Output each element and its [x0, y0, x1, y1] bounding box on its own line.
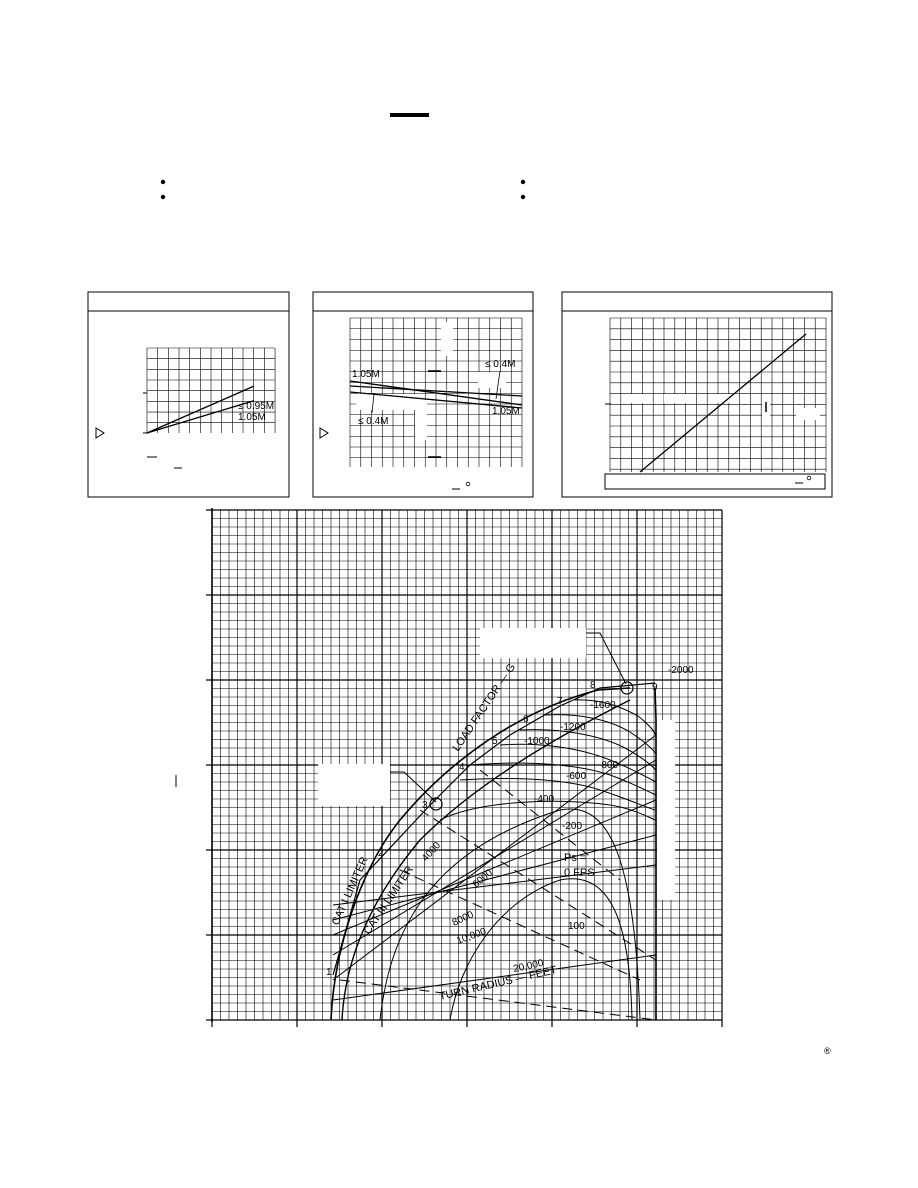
bullet-dot — [520, 179, 526, 185]
curve-le-0.4m — [349, 385, 523, 397]
ps-label--600: -600 — [566, 771, 586, 782]
callout-box-left — [318, 764, 390, 806]
series-lines-left — [146, 385, 254, 434]
label-1.05m: 1.05M — [238, 412, 266, 423]
point-marker-3 — [429, 797, 443, 811]
load-factor-label-7: 7 — [557, 696, 563, 707]
label-turn-radius: TURN RADIUS — FEET — [438, 964, 558, 1003]
bullet-dot — [520, 194, 526, 200]
grid-left — [146, 347, 276, 433]
label-1.05m-right: 1.05M — [492, 406, 520, 417]
ps-label--400: -400 — [534, 794, 554, 805]
delta-icon — [95, 427, 105, 439]
load-factor-label-8: 8 — [590, 680, 596, 691]
label-le-0.4m-bottom: ≤ 0.4M — [358, 416, 389, 427]
label-ps-equals: Ps = — [564, 852, 586, 864]
point-marker-8 — [620, 681, 634, 695]
curve-1.05m-lower — [349, 391, 523, 409]
series-line-1 — [146, 400, 254, 434]
axis-ticks — [143, 392, 723, 1027]
load-factor-labels: 1 2 3 4 5 6 7 8 9 — [326, 680, 658, 978]
load-factor-label-4: 4 — [459, 762, 465, 773]
load-factor-label-2: 2 — [378, 848, 384, 859]
label-le-0.95m: ≤ 0.95M — [238, 401, 274, 412]
load-factor-label-9: 9 — [652, 682, 658, 693]
label-load-factor: LOAD FACTOR — G — [451, 661, 519, 753]
grid-right — [609, 317, 827, 472]
curve-1.05m-upper — [349, 380, 523, 406]
curve-right — [639, 333, 807, 473]
ps-label--800: -800 — [598, 760, 618, 771]
load-factor-label-1: 1 — [326, 967, 332, 978]
load-factor-label-3: 3 — [422, 800, 428, 811]
ps-label--1000: -1000 — [524, 736, 550, 747]
ps-contour-labels: -2000 -1600 -1200 -1000 -800 -600 -400 -200 — [524, 665, 694, 832]
turn-radius-label-4000: 4000 — [420, 840, 443, 864]
delta-icon — [319, 427, 329, 439]
series-line-0 — [146, 385, 254, 434]
label-0-fps: 0 FPS — [564, 867, 595, 879]
panel-right — [561, 291, 833, 498]
ps-label--1600: -1600 — [590, 700, 616, 711]
main-chart: 1 2 3 4 5 6 7 8 9 -2000 -1600 -1200 -1000 -800 -600 -4… — [143, 392, 831, 1056]
panel-left: ≤ 0.95M 1.05M — [87, 291, 290, 498]
bullet-dot — [160, 179, 166, 185]
copyright-mark: ® — [824, 1046, 831, 1056]
curves-main — [330, 682, 657, 1021]
ps-label--2000: -2000 — [668, 665, 694, 676]
label-100: 100 — [568, 921, 585, 932]
degree-icon — [465, 481, 471, 487]
ps-label--200: -200 — [562, 821, 582, 832]
label-1.05m-left: 1.05M — [352, 369, 380, 380]
load-factor-label-5: 5 — [492, 736, 498, 747]
label-le-0.4m-top: ≤ 0.4M — [485, 359, 516, 370]
bullet-dot — [160, 194, 166, 200]
ps-label--1200: -1200 — [560, 722, 586, 733]
load-factor-label-6: 6 — [523, 714, 529, 725]
panel-middle: 1.05M ≤ 0.4M 1.05M ≤ 0.4M — [312, 291, 534, 498]
callout-box-upper — [480, 628, 586, 658]
degree-icon — [806, 475, 812, 481]
grid-main — [211, 509, 723, 1021]
turn-radius-label-8000: 8000 — [451, 909, 476, 929]
